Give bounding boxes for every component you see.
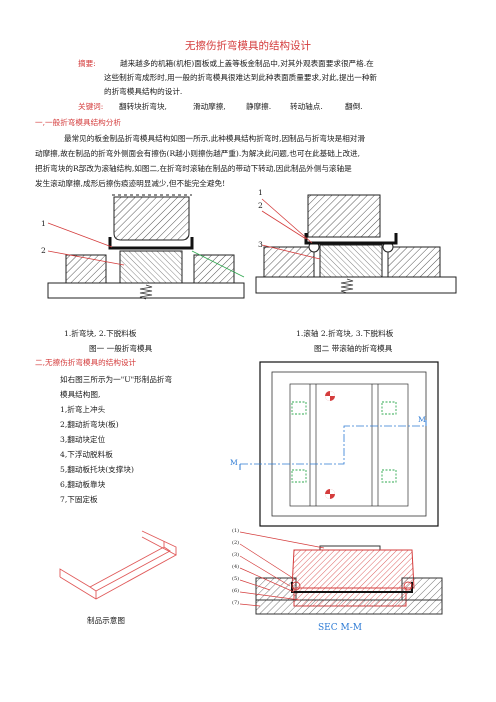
product-sketch [59, 530, 177, 600]
list-item-2: 2,翻动折弯块(板) [60, 420, 119, 429]
section-mark-m-right: M [418, 415, 426, 424]
fig1-caption: 图一 一般折弯模具 [89, 344, 153, 353]
keyword-1: 翻转块折弯块, [119, 102, 167, 111]
list-item-6: 6,翻动板靠块 [60, 480, 106, 489]
abstract-line-3: 的折弯模具结构的设计. [104, 87, 183, 96]
fig3-callout-5: (5) [232, 576, 240, 582]
section-1-para-line-3: 把折弯块的R部改为滚轴结构,如图二,在折弯时滚轴在制品的带动下转动,因此制品外侧… [35, 164, 352, 173]
product-caption: 制品示意图 [87, 616, 125, 625]
list-item-7: 7,下固定板 [60, 495, 98, 504]
fig1-callout-1: 1 [41, 219, 46, 228]
figure-3-section-view [239, 531, 443, 615]
list-item-1: 1,折弯上冲头 [60, 405, 106, 414]
figure-3-plan-view [239, 361, 439, 527]
fig3-callout-6: (6) [232, 588, 240, 594]
section-2-heading: 二,无擦伤折弯模具的结构设计 [35, 358, 137, 367]
fig2-callout-3: 3 [258, 240, 263, 249]
section-2-intro-1: 如右图三所示为一"U"形制品折弯 [60, 375, 173, 384]
page-title: 无擦伤折弯模具的结构设计 [185, 40, 311, 52]
keyword-3: 静摩擦. [246, 102, 272, 111]
section-mark-m-left: M [230, 458, 238, 467]
fig3-callout-7: (7) [232, 600, 240, 606]
figure-1-drawing [47, 194, 245, 300]
section-1-para-line-2: 动摩擦,故在制品的折弯外侧面会有擦伤(R越小则擦伤越严重).为解决此问题,也可在… [35, 149, 361, 158]
list-item-4: 4,下浮动脱料板 [60, 450, 113, 459]
fig2-callout-2: 2 [258, 201, 263, 210]
section-2-intro-2: 模具结构图, [60, 390, 101, 399]
figure-2-drawing [255, 194, 457, 294]
abstract-line-1: 越来越多的机箱(机柜)面板或上盖等板金制品中,对其外观表面要求很严格.在 [120, 59, 374, 68]
section-1-para-line-4: 发生滚动摩擦,成形后擦伤痕迹明显减少,但不能完全避免! [35, 179, 226, 188]
fig1-callout-2: 2 [41, 246, 46, 255]
list-item-5: 5,翻动板托块(支撑块) [60, 465, 134, 474]
fig3-callout-4: (4) [232, 564, 240, 570]
list-item-3: 3,翻动块定位 [60, 435, 106, 444]
abstract-line-2: 这些制折弯成形时,用一般的折弯模具很难达到此种表面质量要求,对此,提出一种新 [104, 73, 378, 82]
keyword-5: 翻倒. [345, 102, 363, 111]
fig1-parts: 1.折弯块, 2.下脱料板 [64, 329, 137, 338]
keyword-2: 滑动摩擦, [193, 102, 226, 111]
keywords-label: 关键词: [78, 102, 104, 111]
section-1-heading: 一,一般折弯模具结构分析 [35, 118, 121, 127]
fig2-callout-1: 1 [258, 188, 263, 197]
keyword-4: 转动轴点. [290, 102, 323, 111]
fig3-callout-2: (2) [232, 540, 240, 546]
abstract-label: 摘要: [78, 59, 96, 68]
section-1-para-line-1: 最常见的板金制品折弯模具结构如图一所示,此种模具结构折弯时,因制品与折弯块是相对… [64, 134, 365, 143]
section-label: SEC M-M [318, 623, 362, 633]
fig2-caption: 图二 带滚轴的折弯模具 [314, 344, 393, 353]
fig3-callout-3: (3) [232, 552, 240, 558]
fig2-parts: 1.滚轴 2.折弯块, 3.下脱料板 [296, 329, 394, 338]
fig3-callout-1: (1) [232, 528, 240, 534]
